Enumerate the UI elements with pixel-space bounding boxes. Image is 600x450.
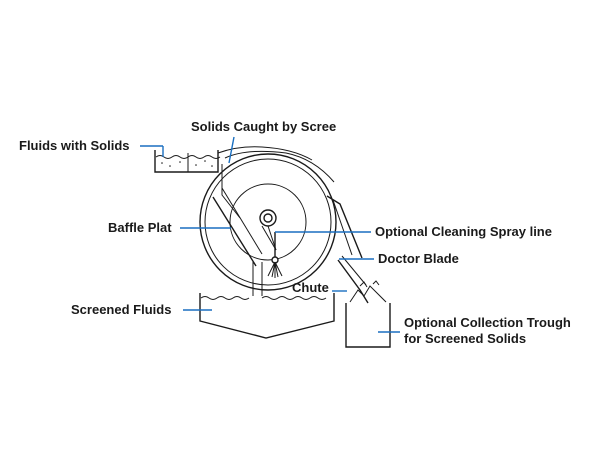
solids-layer-on-drum	[224, 150, 335, 183]
rotating-drum	[199, 153, 337, 291]
label-fluids-with-solids: Fluids with Solids	[19, 138, 130, 153]
leader-lines	[140, 136, 400, 333]
drum-hub	[229, 183, 307, 261]
labels: Fluids with Solids Solids Caught by Scre…	[19, 119, 571, 346]
label-collection-trough-line1: Optional Collection Trough	[404, 315, 571, 330]
baffle-plate	[212, 187, 263, 267]
inlet-feed-chute	[221, 164, 241, 219]
solids-collection-trough	[345, 280, 391, 348]
label-collection-trough-line2: for Screened Solids	[404, 331, 526, 346]
label-cleaning-spray: Optional Cleaning Spray line	[375, 224, 552, 239]
label-solids-caught: Solids Caught by Scree	[191, 119, 336, 134]
doctor-blade	[326, 195, 363, 259]
drum-discharge-walls	[252, 262, 263, 296]
label-baffle-plate: Baffle Plat	[108, 220, 172, 235]
label-screened-fluids: Screened Fluids	[71, 302, 171, 317]
label-doctor-blade: Doctor Blade	[378, 251, 459, 266]
screened-fluids-tank	[199, 293, 335, 339]
leader-solids-caught	[228, 136, 235, 164]
chute	[337, 255, 369, 304]
inlet-trough	[154, 150, 221, 173]
label-chute: Chute	[292, 280, 329, 295]
solids-flow	[217, 146, 313, 161]
spray-line	[261, 225, 283, 278]
